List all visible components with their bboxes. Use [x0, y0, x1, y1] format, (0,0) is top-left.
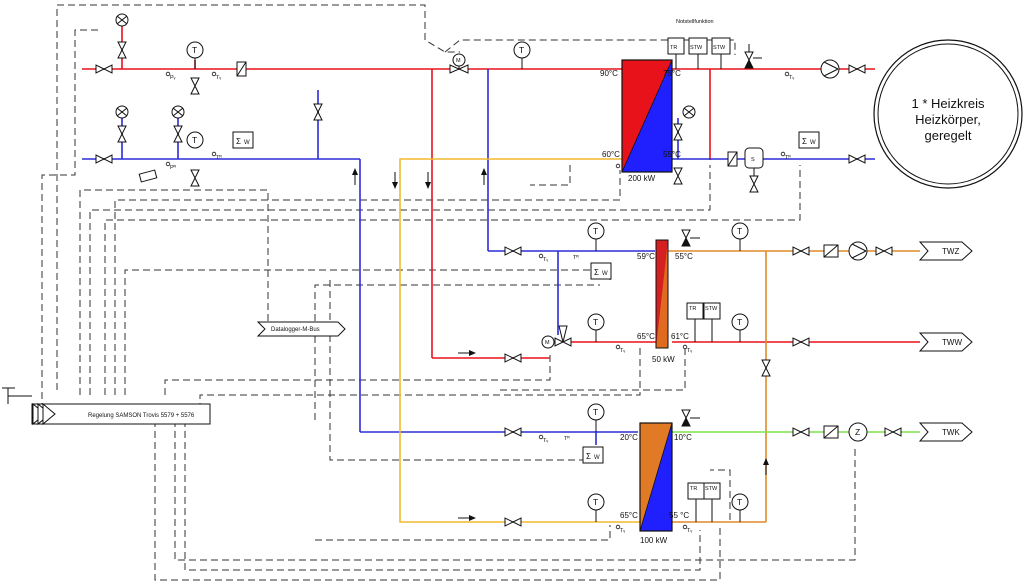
- temp-90: 90°C: [600, 69, 618, 78]
- pr-label: Pᴿ: [170, 164, 177, 171]
- tr-label: TR: [689, 306, 696, 312]
- power-100: 100 kW: [640, 536, 668, 545]
- tr-label: TR: [690, 486, 697, 492]
- w-label: W: [244, 140, 250, 146]
- datalogger-box: [256, 321, 346, 337]
- pressure-gauges: [115, 13, 696, 119]
- tv-label: Tᵥ: [543, 438, 548, 444]
- heizkreis-line-2: Heizkörper,: [915, 112, 981, 127]
- power-200: 200 kW: [628, 174, 656, 183]
- temp-20: 20°C: [620, 433, 638, 442]
- m-label: M: [545, 340, 550, 346]
- heizkreis-line-3: geregelt: [925, 128, 972, 143]
- tr-sensor-label: Tᴿ: [785, 154, 791, 161]
- check-valves: [138, 61, 839, 439]
- tr-sensor-label: Tᴿ: [564, 435, 570, 442]
- t-label: T: [737, 317, 742, 327]
- outlet-twk: TWK: [942, 428, 960, 437]
- tv-label: Tᵥ: [789, 75, 794, 81]
- power-50: 50 kW: [652, 355, 675, 364]
- valves: [95, 41, 902, 527]
- pipes-charge: [399, 158, 640, 523]
- t-label: T: [593, 226, 598, 236]
- sigma-label: Σ: [586, 452, 591, 461]
- pv-label: Pᵥ: [170, 75, 176, 81]
- t-label: T: [593, 317, 598, 327]
- tv-label: Tᵥ: [620, 528, 625, 534]
- tr-label: TR: [670, 45, 677, 51]
- temp-60: 60°C: [602, 150, 620, 159]
- w-label: W: [810, 140, 816, 146]
- text-labels: Notstellfunktion 1 * Heizkreis Heizkörpe…: [88, 19, 985, 545]
- t-label: T: [192, 45, 197, 55]
- t-label: T: [593, 407, 598, 417]
- motor-valves: [449, 53, 572, 349]
- temp-55b: 55°C: [675, 252, 693, 261]
- tv-label: Tᵥ: [216, 75, 221, 81]
- sigma-label: Σ: [802, 137, 807, 146]
- stw-label: STW: [713, 45, 726, 51]
- temp-65b: 65°C: [620, 511, 638, 520]
- heizkreis-line-1: 1 * Heizkreis: [912, 96, 985, 111]
- t-label: T: [737, 497, 742, 507]
- temp-55c: 55 °C: [669, 511, 689, 520]
- stw-label: STW: [705, 306, 718, 312]
- t-label: T: [593, 497, 598, 507]
- heating-circuit: [873, 39, 1023, 189]
- temp-10: 10°C: [674, 433, 692, 442]
- w-label: W: [602, 271, 608, 277]
- tr-stw-boxes: [667, 37, 731, 522]
- stw-label: STW: [705, 486, 718, 492]
- temp-75: 75°C: [663, 69, 681, 78]
- tv-label: Tᵥ: [543, 257, 548, 263]
- regelung-label: Regelung SAMSON Trovis 5579 + 5576: [88, 413, 195, 419]
- temp-55a: 55°C: [663, 150, 681, 159]
- buffer-tank-200kw: [621, 59, 673, 173]
- outlet-twz: TWZ: [942, 247, 959, 256]
- pipes-supply: [82, 25, 920, 359]
- t-label: T: [519, 45, 524, 55]
- expansion-vessel: [744, 147, 764, 176]
- pipes-dhw: [668, 250, 920, 523]
- water-meter: [848, 422, 868, 442]
- tr-sensor-label: Tᴿ: [216, 154, 222, 161]
- tv-label: Tᵥ: [687, 528, 692, 534]
- outlet-tww: TWW: [942, 338, 962, 347]
- sigma-label: Σ: [594, 268, 599, 277]
- temp-59: 59°C: [637, 252, 655, 261]
- flow-arrows: [352, 168, 769, 521]
- thermometers: [186, 41, 749, 522]
- s-label: S: [751, 157, 755, 163]
- stw-label: STW: [690, 45, 703, 51]
- temp-61: 61°C: [671, 332, 689, 341]
- temp-65a: 65°C: [637, 332, 655, 341]
- notstell-label: Notstellfunktion: [676, 19, 714, 25]
- tr-sensor-label: Tᴿ: [573, 254, 579, 261]
- t-label: T: [737, 226, 742, 236]
- control-lines: [41, 4, 856, 581]
- dhw-tank-100kw: [639, 422, 673, 532]
- pumps: [820, 59, 868, 261]
- sensor-dots: [165, 71, 790, 530]
- heat-exchanger-50kw: [655, 239, 669, 349]
- sigma-controllers: [232, 131, 820, 464]
- datalogger-label: Datalogger-M-Bus: [271, 327, 320, 333]
- pipes-return: [82, 69, 875, 445]
- w-label: W: [594, 455, 600, 461]
- m-label: M: [456, 58, 461, 64]
- safety-valves: [681, 44, 762, 427]
- tv-label: Tᵥ: [620, 348, 625, 354]
- outlet-arrows: [918, 241, 973, 442]
- tv-label: Tᵥ: [687, 348, 692, 354]
- z-label: Z: [855, 427, 860, 437]
- sigma-label: Σ: [236, 137, 241, 146]
- regelung-box: [2, 387, 211, 426]
- t-label: T: [192, 135, 197, 145]
